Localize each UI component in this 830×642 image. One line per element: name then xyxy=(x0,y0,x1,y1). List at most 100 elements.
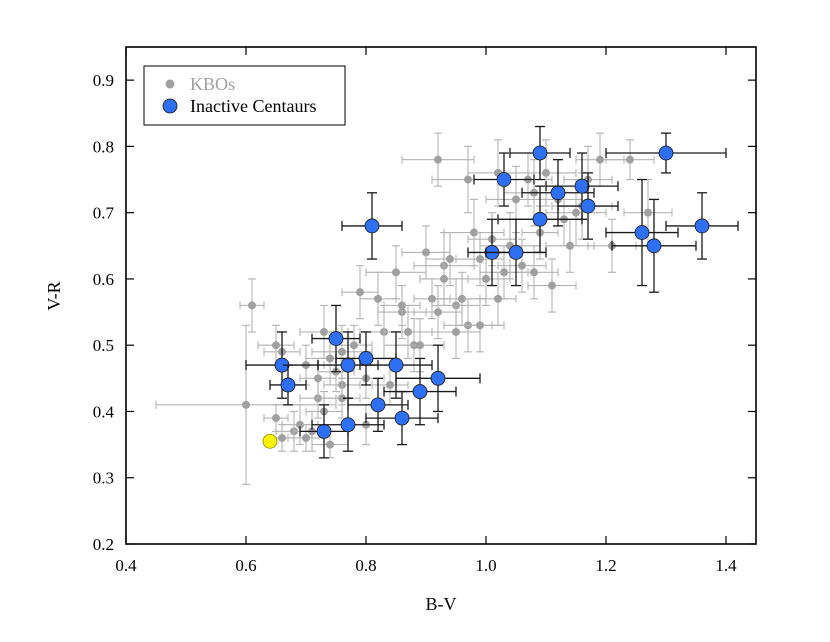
centaur-point-marker xyxy=(580,198,596,214)
kbo-point-marker xyxy=(242,400,250,409)
kbo-point xyxy=(401,132,475,187)
kbo-point-marker xyxy=(392,268,400,277)
centaur-point xyxy=(347,377,409,432)
kbo-point-marker xyxy=(548,281,556,290)
kbo-point-marker xyxy=(494,294,502,303)
kbo-point-marker xyxy=(422,248,430,257)
centaur-point-marker xyxy=(508,245,524,260)
kbo-point-marker xyxy=(446,255,454,264)
kbo-point-marker xyxy=(416,341,424,350)
kbo-point-marker xyxy=(248,301,256,310)
plot-frame xyxy=(125,46,757,545)
kbo-point-marker xyxy=(596,155,604,164)
kbo-point-marker xyxy=(452,327,460,336)
kbo-point-marker xyxy=(272,414,280,423)
centaur-point xyxy=(605,178,679,287)
kbo-point-marker xyxy=(326,440,334,449)
legend: KBOs Inactive Centaurs xyxy=(143,65,346,126)
centaur-point-marker xyxy=(328,331,344,346)
kbo-point xyxy=(299,357,337,399)
centaur-point-marker xyxy=(394,410,410,426)
kbo-point-marker xyxy=(476,255,484,264)
kbo-point-marker xyxy=(434,155,442,164)
kbo-point xyxy=(545,218,595,273)
kbo-point xyxy=(365,245,427,300)
kbo-point-marker xyxy=(314,374,322,383)
x-tick-label: 1.4 xyxy=(715,556,737,575)
centaur-point-marker xyxy=(340,417,356,433)
centaur-point-marker xyxy=(370,397,386,413)
highlight-series xyxy=(262,433,278,449)
kbo-point-marker xyxy=(542,168,550,177)
centaur-point xyxy=(245,331,319,399)
centaur-point-marker xyxy=(694,218,710,234)
y-tick-label: 0.6 xyxy=(93,270,114,289)
centaur-point-marker xyxy=(358,351,374,366)
kbo-point-marker xyxy=(464,175,472,184)
kbo-point-marker xyxy=(626,155,634,164)
y-tick-label: 0.8 xyxy=(93,137,114,156)
kbo-point xyxy=(605,139,655,181)
centaur-point xyxy=(311,397,385,452)
kbo-point-marker xyxy=(398,301,406,310)
centaur-point-marker xyxy=(658,145,674,161)
kbo-point-marker xyxy=(434,308,442,317)
kbo-point-marker xyxy=(272,341,280,350)
kbo-point-marker xyxy=(572,208,580,217)
kbo-point-marker xyxy=(470,228,478,237)
kbo-point-marker xyxy=(518,261,526,270)
highlight-point-marker xyxy=(262,433,278,449)
kbo-point xyxy=(257,324,295,366)
kbo-point-marker xyxy=(386,380,394,389)
kbo-point xyxy=(479,271,517,326)
y-tick-label: 0.3 xyxy=(93,469,114,488)
kbo-point-marker xyxy=(500,268,508,277)
kbo-point xyxy=(437,271,487,326)
centaur-point xyxy=(473,152,535,207)
highlight-point xyxy=(262,433,278,449)
y-tick-label: 0.5 xyxy=(93,336,114,355)
y-tick-label: 0.7 xyxy=(93,204,115,223)
centaur-point-marker xyxy=(316,423,332,439)
centaur-series xyxy=(245,125,739,459)
centaur-point-marker xyxy=(574,178,590,194)
centaur-point xyxy=(395,344,481,413)
centaur-point-marker xyxy=(532,211,548,227)
centaur-point-marker xyxy=(364,218,380,234)
kbo-point-marker xyxy=(428,294,436,303)
kbo-series xyxy=(155,132,673,485)
x-tick-label: 0.4 xyxy=(115,556,137,575)
centaur-point xyxy=(269,364,307,406)
y-tick-label: 0.2 xyxy=(93,535,114,554)
kbo-point xyxy=(461,251,511,306)
kbo-point xyxy=(431,304,481,360)
kbo-point-marker xyxy=(326,354,334,363)
x-tick-label: 0.6 xyxy=(235,556,256,575)
centaur-point xyxy=(383,357,457,426)
kbo-point xyxy=(419,251,469,306)
centaur-point-marker xyxy=(388,357,404,373)
kbo-point-marker xyxy=(278,433,286,442)
centaur-point xyxy=(299,404,349,459)
kbo-point xyxy=(239,278,265,333)
kbo-point xyxy=(155,324,337,485)
kbo-point-marker xyxy=(350,341,358,350)
y-tick-label: 0.4 xyxy=(93,402,115,421)
kbo-point xyxy=(527,258,577,313)
kbo-point-marker xyxy=(356,288,364,297)
kbo-point-marker xyxy=(338,347,346,356)
kbo-point-marker xyxy=(440,274,448,283)
kbo-point-marker xyxy=(404,327,412,336)
kbo-point-marker xyxy=(482,274,490,283)
centaur-point-marker xyxy=(430,370,446,386)
centaur-point-marker xyxy=(646,238,662,254)
centaur-point-marker xyxy=(340,357,356,373)
centaur-point-marker xyxy=(634,225,650,240)
centaur-point-marker xyxy=(496,172,512,187)
centaur-point-marker xyxy=(550,185,566,201)
centaur-point xyxy=(557,172,619,240)
kbo-point xyxy=(359,271,397,326)
kbo-point xyxy=(383,285,421,326)
